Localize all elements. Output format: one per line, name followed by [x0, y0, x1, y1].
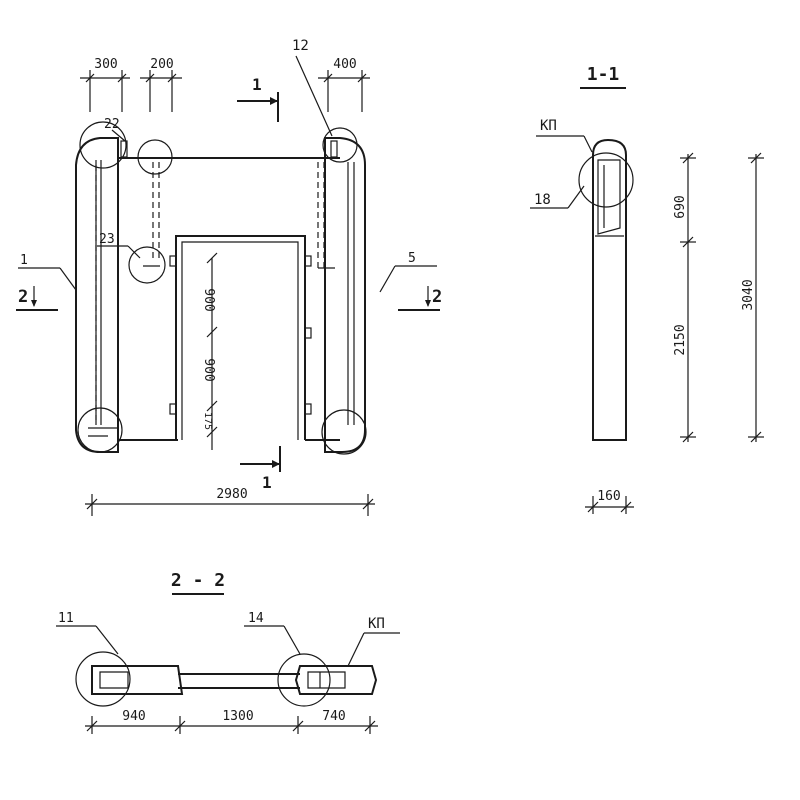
dim-940: 940	[122, 709, 145, 724]
section-mark-right: 2	[398, 286, 442, 311]
callout-12: 12	[292, 38, 309, 54]
section-1-1-title: 1-1	[587, 64, 620, 85]
section-mark-right-label: 2	[432, 287, 442, 307]
dim-200: 200	[150, 57, 173, 72]
door-opening: 900 900 175	[169, 235, 312, 450]
door-dim-lower: 175	[202, 412, 213, 430]
dim-400: 400	[333, 57, 356, 72]
dim-160: 160	[597, 489, 620, 504]
detail-circles	[77, 121, 367, 455]
callout-5: 5	[408, 251, 416, 266]
door-dim-middle: 900	[201, 358, 216, 381]
section-cut-bottom: 1	[240, 446, 281, 492]
section-mark-left: 2	[16, 286, 58, 311]
label-kp: КП	[540, 118, 557, 134]
section-cut-top: 1	[237, 75, 279, 122]
dim-690: 690	[673, 195, 688, 218]
callout-22: 22	[104, 117, 120, 132]
dim-1300: 1300	[222, 709, 253, 724]
elevation-view: 300 200 400 12 1	[16, 38, 442, 516]
label-18: 18	[534, 192, 551, 208]
callout-23: 23	[99, 232, 115, 247]
label-11: 11	[58, 611, 74, 626]
section-mark-left-label: 2	[18, 287, 28, 307]
section-2-2-title: 2 - 2	[171, 570, 225, 591]
dim-2150: 2150	[673, 324, 688, 355]
top-dimensions: 300 200 400	[80, 57, 370, 112]
embedded-rods	[143, 162, 335, 269]
label-14: 14	[248, 611, 264, 626]
door-dim-upper: 900	[201, 288, 216, 311]
callout-1: 1	[20, 253, 28, 268]
dim-740: 740	[322, 709, 345, 724]
overall-width-dimension: 2980	[85, 487, 375, 516]
wall-panel	[75, 137, 366, 453]
dim-300: 300	[94, 57, 117, 72]
dim-3040: 3040	[741, 279, 756, 310]
section-2-2: 2 - 2 11 14 КП 940 1300 740	[56, 570, 400, 734]
dim-2980: 2980	[216, 487, 247, 502]
section-cut-top-label: 1	[252, 75, 262, 94]
section-cut-bottom-label: 1	[262, 473, 272, 492]
section-1-1: 1-1 КП 18 690 2150 3040 16	[530, 64, 764, 514]
label-kp-2: КП	[368, 616, 385, 632]
